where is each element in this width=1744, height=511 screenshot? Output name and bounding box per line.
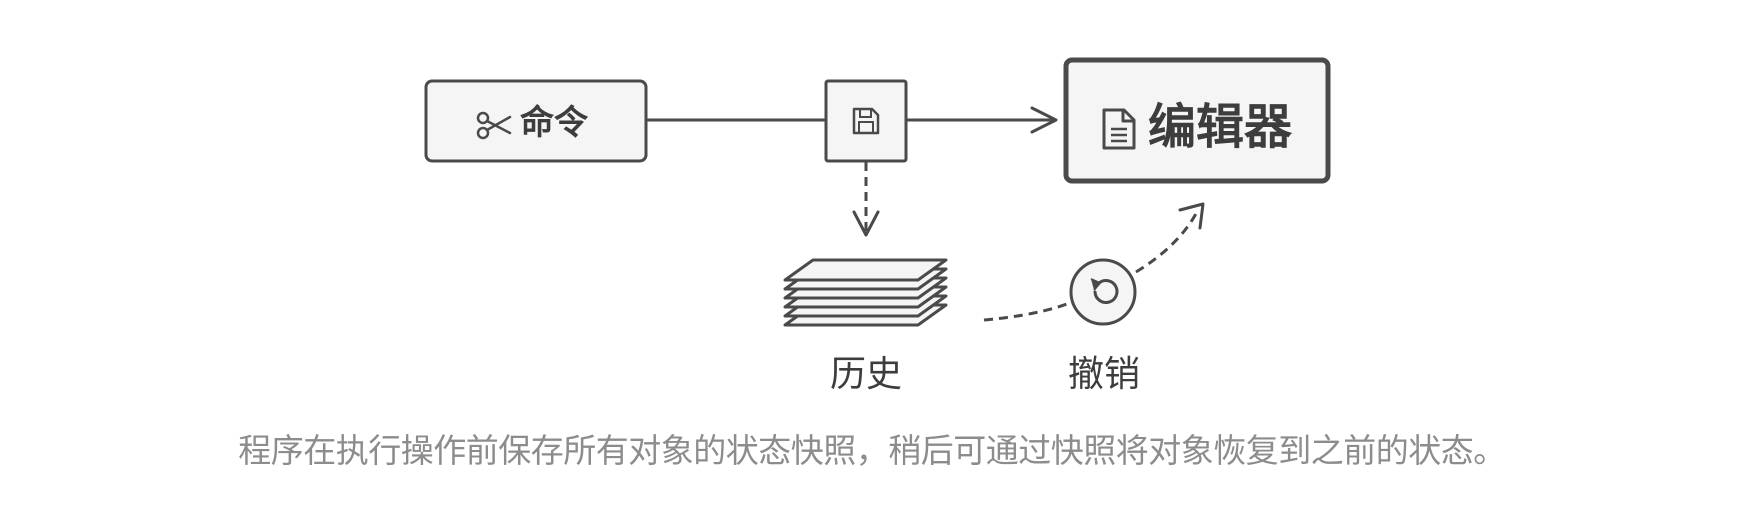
floppy-disk-icon	[852, 107, 880, 135]
scissors-icon	[476, 111, 512, 140]
history-to-undo-dashed-curve	[983, 300, 1073, 322]
undo-arrow-icon	[1090, 278, 1119, 304]
editor-box: 编辑器	[1063, 57, 1331, 184]
stacked-pages-icon	[783, 258, 948, 327]
command-label: 命令	[520, 103, 589, 143]
document-icon	[1102, 108, 1136, 150]
snapshot-box	[824, 79, 908, 163]
snapshot-to-editor-arrowhead	[1030, 106, 1058, 134]
undo-to-editor-dashed-curve	[1135, 209, 1200, 274]
undo-node	[1069, 258, 1137, 326]
history-label: 历史	[830, 354, 902, 395]
editor-label: 编辑器	[1148, 99, 1293, 155]
undo-label: 撤销	[1068, 354, 1140, 395]
undo-to-editor-arrowhead	[1178, 202, 1205, 230]
diagram-caption: 程序在执行操作前保存所有对象的状态快照，稍后可通过快照将对象恢复到之前的状态。	[238, 431, 1506, 470]
snapshot-to-history-arrowhead	[852, 210, 880, 237]
command-box: 命令	[424, 79, 648, 163]
